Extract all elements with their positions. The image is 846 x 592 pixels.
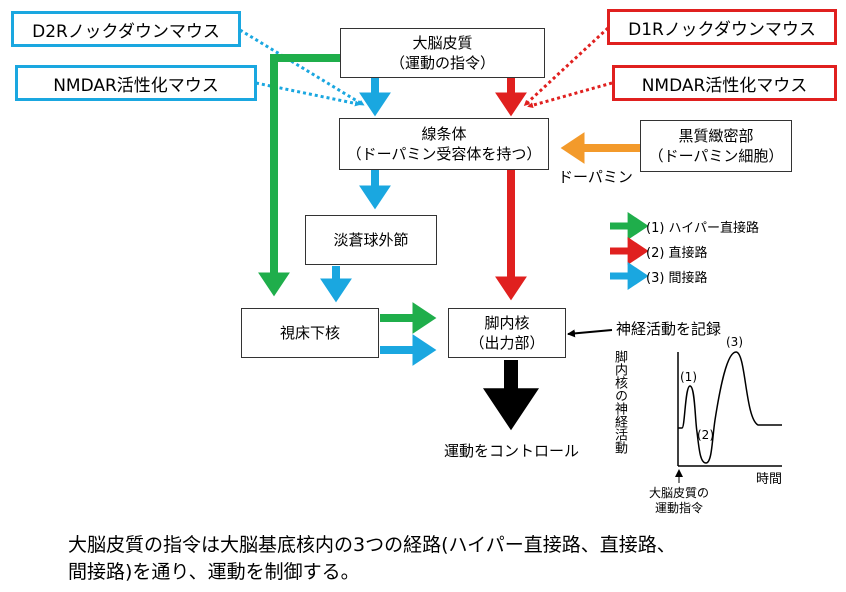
nmdar-activated-mouse-label-right: NMDAR活性化マウス xyxy=(641,75,808,96)
graph-peak1-label: (1) xyxy=(680,370,697,384)
striatum-title: 線条体 xyxy=(421,125,467,143)
gpe-box: 淡蒼球外節 xyxy=(305,215,437,265)
graph-x-label: 時間 xyxy=(756,472,783,487)
snc-box: 黒質緻密部 （ドーパミン細胞） xyxy=(640,120,792,172)
d2r-knockdown-mouse-label: D2Rノックダウンマウス xyxy=(32,21,220,42)
striatum-box: 線条体 （ドーパミン受容体を持つ） xyxy=(339,118,549,170)
d2r-knockdown-mouse-box: D2Rノックダウンマウス xyxy=(11,11,241,47)
caption-line1: 大脳皮質の指令は大脳基底核内の3つの経路(ハイパー直接路、直接路、 xyxy=(68,534,676,556)
cortex-box: 大脳皮質 （運動の指令） xyxy=(340,28,545,78)
gpi-box: 脚内核 （出力部） xyxy=(448,308,566,358)
graph-onset-line1: 大脳皮質の xyxy=(648,486,709,500)
graph-onset-label: 大脳皮質の 運動指令 xyxy=(634,486,724,516)
graph-y-label: 脚内核の神経活動 xyxy=(612,350,627,454)
graph-dip2-label: (2) xyxy=(697,428,714,442)
nmdar-left-dotted-arrow xyxy=(255,81,361,107)
cortex-title: 大脳皮質 xyxy=(412,34,473,52)
nmdar-activated-mouse-box-right: NMDAR活性化マウス xyxy=(612,65,837,101)
cortex-subtitle: （運動の指令） xyxy=(389,54,495,72)
striatum-subtitle: （ドーパミン受容体を持つ） xyxy=(346,145,542,163)
hyperdirect-arrow xyxy=(258,54,340,297)
recording-arrow xyxy=(567,329,613,338)
d1r-dotted-arrow xyxy=(523,26,610,107)
nmdar-right-dotted-arrow xyxy=(527,81,613,109)
d1r-knockdown-mouse-label: D1Rノックダウンマウス xyxy=(628,19,816,40)
graph-onset-line2: 運動指令 xyxy=(654,501,703,515)
snc-title: 黒質緻密部 xyxy=(678,127,754,145)
legend-indirect-label: (3) 間接路 xyxy=(646,271,708,286)
legend-direct-label: (2) 直接路 xyxy=(646,246,708,261)
motor-control-label: 運動をコントロール xyxy=(444,442,580,460)
dopamine-label: ドーパミン xyxy=(558,168,633,186)
neural-activity-trace xyxy=(678,351,782,464)
caption-line2: 間接路)を通り、運動を制御する。 xyxy=(68,561,360,583)
gpe-title: 淡蒼球外節 xyxy=(333,231,409,249)
recording-label: 神経活動を記録 xyxy=(616,320,722,338)
stn-title: 視床下核 xyxy=(279,324,340,342)
caption: 大脳皮質の指令は大脳基底核内の3つの経路(ハイパー直接路、直接路、 間接路)を通… xyxy=(68,532,676,586)
snc-subtitle: （ドーパミン細胞） xyxy=(648,147,784,165)
nmdar-activated-mouse-box-left: NMDAR活性化マウス xyxy=(15,65,257,101)
graph-peak3-label: (3) xyxy=(726,335,743,349)
gpi-title: 脚内核 xyxy=(484,314,530,332)
legend-hyperdirect-label: (1) ハイパー直接路 xyxy=(646,221,760,236)
nmdar-activated-mouse-label-left: NMDAR活性化マウス xyxy=(53,75,219,96)
gpi-subtitle: （出力部） xyxy=(469,334,545,352)
d1r-knockdown-mouse-box: D1Rノックダウンマウス xyxy=(607,9,837,45)
stn-box: 視床下核 xyxy=(241,308,379,358)
